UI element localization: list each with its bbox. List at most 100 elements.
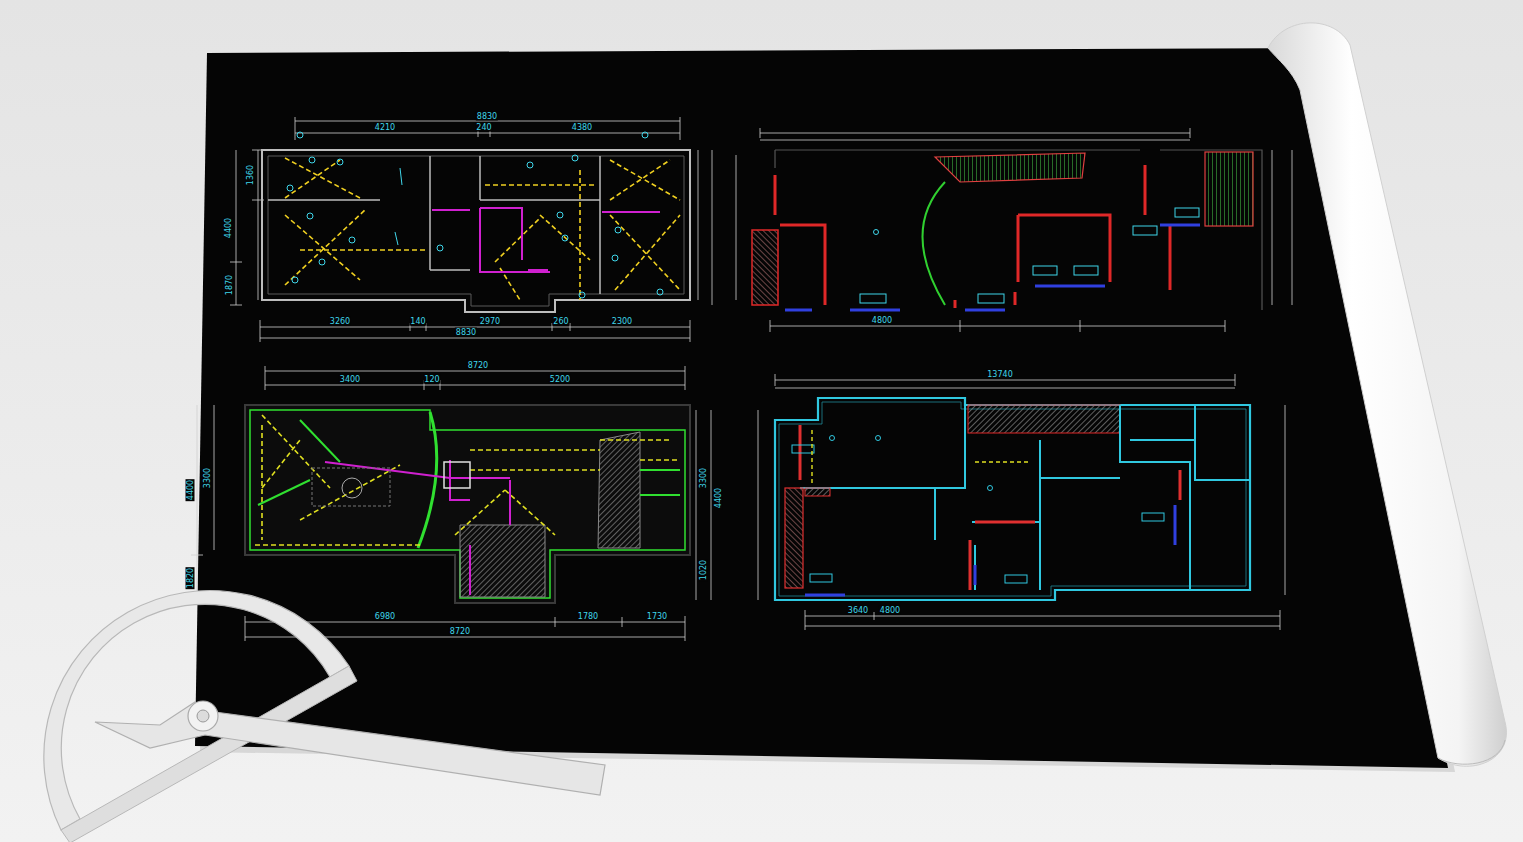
plan-top-left-g bbox=[287, 132, 663, 298]
plan-bottom-right-g-circle bbox=[988, 486, 993, 491]
plan-bottom-right-g bbox=[800, 405, 1250, 590]
plan-bottom-right-g-path bbox=[972, 521, 1040, 523]
plan-bottom-left-g bbox=[325, 460, 510, 595]
plan-top-left-g-line bbox=[610, 215, 680, 290]
dimension-label: 3400 bbox=[339, 375, 361, 384]
plan-top-right-g-path bbox=[1169, 225, 1172, 290]
protractor-path bbox=[95, 702, 605, 795]
plan-bottom-left-g-path bbox=[450, 460, 470, 500]
plan-top-right-g-line bbox=[770, 326, 1225, 327]
plan-top-right-path bbox=[775, 150, 1262, 310]
plan-bottom-right-g-line bbox=[1235, 374, 1236, 386]
plan-bottom-right-g-line bbox=[775, 388, 1235, 389]
dimension-label: 4380 bbox=[571, 123, 593, 132]
plan-top-right-g-circle bbox=[874, 230, 879, 235]
plan-top-left-g-circle bbox=[307, 213, 313, 219]
dimension-label: 4400 bbox=[714, 487, 723, 509]
plan-top-right-g-rect bbox=[1133, 226, 1157, 235]
dimension-label: 1360 bbox=[246, 164, 255, 186]
dimension-label: 3640 bbox=[847, 606, 869, 615]
plan-bottom-right-g-path bbox=[935, 405, 965, 540]
plan-top-left-g-line bbox=[485, 184, 595, 186]
plan-top-left-g-line bbox=[230, 305, 242, 306]
plan-top-left-g-line bbox=[285, 158, 360, 198]
plan-bottom-right-rect bbox=[968, 405, 1120, 433]
plan-bottom-right-g-line bbox=[874, 612, 875, 620]
plan-top-right-g-line bbox=[1035, 285, 1105, 288]
plan-bottom-left-g-line bbox=[265, 371, 685, 372]
dimension-label: 8830 bbox=[455, 328, 477, 337]
plan-bottom-left-g-line bbox=[214, 405, 215, 550]
plan-top-right-g-line bbox=[1272, 150, 1273, 305]
plan-bottom-left-g-line bbox=[505, 490, 555, 535]
plan-top-left bbox=[230, 117, 712, 342]
plan-bottom-left-g-line bbox=[555, 617, 556, 627]
plan-top-left-g-line bbox=[680, 117, 681, 140]
plan-bottom-right-g-path bbox=[1039, 440, 1041, 590]
plan-bottom-right-g-line bbox=[811, 430, 812, 486]
plan-bottom-right-g-line bbox=[805, 616, 1280, 617]
plan-top-left-path bbox=[262, 150, 690, 312]
dimension-label: 1870 bbox=[225, 274, 234, 296]
plan-bottom-left-g-line bbox=[245, 616, 246, 641]
plan-top-left-g-circle bbox=[562, 235, 568, 241]
plan-top-left-g-circle bbox=[437, 245, 443, 251]
plan-top-right-polygon bbox=[935, 153, 1085, 182]
plan-top-right-g-line bbox=[736, 155, 737, 300]
plan-top-right-rect bbox=[752, 230, 778, 305]
plan-top-right-g bbox=[775, 165, 1170, 308]
plan-bottom-left-g-line bbox=[262, 440, 300, 488]
plan-top-left-g-line bbox=[285, 215, 360, 280]
plan-top-right-g-line bbox=[770, 320, 771, 332]
plan-top-left-g-circle bbox=[337, 159, 343, 165]
plan-top-left-g-line bbox=[528, 269, 548, 271]
plan-top-left-g-line bbox=[712, 150, 713, 305]
drawing-sheet bbox=[195, 48, 1455, 772]
plan-bottom-left-g-line bbox=[470, 469, 600, 471]
dimension-label: 4210 bbox=[374, 123, 396, 132]
plan-bottom-right-g-line bbox=[805, 594, 845, 597]
plan-bottom-left-path bbox=[250, 410, 685, 598]
plan-bottom-left-g-line bbox=[265, 366, 266, 390]
plan-top-left-g-path bbox=[480, 208, 550, 272]
plan-top-right-g-line bbox=[760, 133, 1190, 134]
paper-roll bbox=[1268, 23, 1506, 766]
plan-top-left-g-line bbox=[540, 215, 590, 260]
plan-bottom-right-g-path bbox=[1195, 405, 1250, 480]
plan-top-right-g-line bbox=[1225, 320, 1226, 332]
plan-top-left-g-circle bbox=[292, 277, 298, 283]
plan-bottom-right-g-rect bbox=[1142, 513, 1164, 521]
plan-bottom-left-rect bbox=[312, 468, 390, 506]
dimension-label: 8720 bbox=[467, 361, 489, 370]
plan-top-left-g-line bbox=[230, 262, 242, 263]
plan-bottom-left-polygon bbox=[460, 525, 545, 597]
plan-bottom-left-g-line bbox=[600, 439, 670, 441]
plan-bottom-right-rect bbox=[785, 488, 803, 588]
dimension-label: 2970 bbox=[479, 317, 501, 326]
plan-top-right-g bbox=[860, 208, 1199, 303]
plan-bottom-right-g-line bbox=[775, 380, 1235, 381]
plan-bottom-right-g-line bbox=[1174, 505, 1177, 545]
plan-bottom-right-g-path bbox=[974, 545, 976, 590]
plan-top-left-g bbox=[230, 117, 712, 342]
dimension-label: 4800 bbox=[879, 606, 901, 615]
dimension-label: 8830 bbox=[476, 112, 498, 121]
plan-top-right-g-line bbox=[1160, 224, 1200, 227]
plan-bottom-left-g-line bbox=[640, 469, 680, 471]
plan-bottom-left-rect bbox=[444, 462, 470, 488]
plan-top-right-g-line bbox=[1190, 128, 1191, 138]
plan-top-left-g-circle bbox=[572, 155, 578, 161]
plan-bottom-right-g-line bbox=[969, 540, 972, 590]
plan-top-left-g-path bbox=[480, 208, 522, 260]
plan-top-left-g-line bbox=[260, 320, 261, 342]
plan-top-right-g-line bbox=[850, 309, 900, 312]
plan-bottom-right bbox=[758, 374, 1285, 630]
dimension-label: 4400 bbox=[186, 479, 195, 501]
plan-bottom-right-g-rect bbox=[792, 445, 814, 453]
plan-top-right-g bbox=[736, 128, 1292, 332]
plan-bottom-left-circle bbox=[342, 478, 362, 498]
plan-bottom-right-g-line bbox=[1285, 405, 1286, 595]
